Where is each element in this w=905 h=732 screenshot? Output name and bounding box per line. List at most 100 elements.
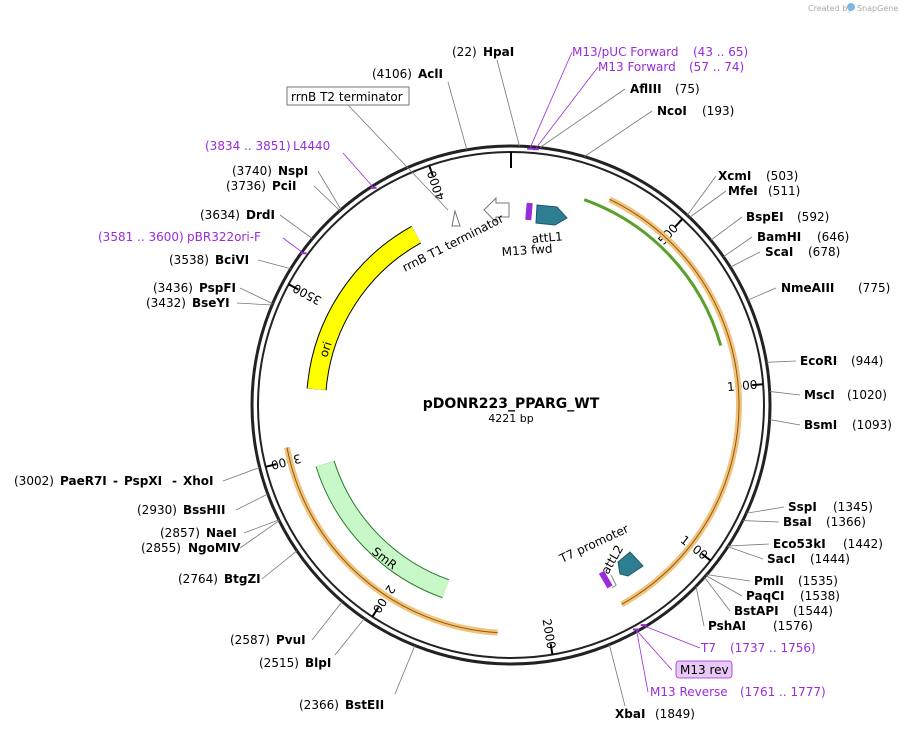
leader-line bbox=[235, 493, 268, 511]
site-bcivi: BciVI bbox=[215, 253, 249, 267]
primer-range-m13puc-fwd: (43 .. 65) bbox=[693, 45, 748, 59]
site-pos-bstapi: (1544) bbox=[793, 604, 833, 618]
rrnB-T2-leader bbox=[347, 104, 449, 211]
tick-label: 3500 bbox=[290, 281, 324, 308]
plasmid-name: pDONR223_PPARG_WT bbox=[423, 396, 600, 412]
leader-line bbox=[313, 185, 341, 211]
leader-line bbox=[261, 550, 298, 580]
ori-arc bbox=[307, 226, 421, 391]
site-xbai: XbaI bbox=[615, 707, 645, 721]
site-pos-pmli: (1535) bbox=[798, 574, 838, 588]
site-xcmi: XcmI bbox=[718, 169, 751, 183]
primer-t7: T7 bbox=[700, 641, 716, 655]
leader-line bbox=[311, 601, 343, 641]
primer-leader bbox=[644, 625, 701, 649]
site-pos-paqci: (1538) bbox=[800, 589, 840, 603]
leader-line bbox=[279, 214, 313, 240]
site-paqci: PaqCI bbox=[746, 589, 784, 603]
site-bsshii: BssHII bbox=[183, 503, 225, 517]
site-pos-aflIII: (75) bbox=[675, 82, 700, 96]
tick-mark bbox=[701, 552, 712, 562]
site-pos-ncoi: (193) bbox=[702, 104, 734, 118]
smr-arc-outline bbox=[315, 460, 450, 599]
site-pos-hpai: (22) bbox=[452, 45, 477, 59]
primer-pbr322: pBR322ori-F bbox=[187, 230, 261, 244]
primer-range-l4440: (3834 .. 3851) bbox=[205, 139, 291, 153]
site-drdi: DrdI bbox=[246, 208, 275, 222]
primer-leader bbox=[342, 152, 374, 188]
credit-prefix: Created by bbox=[808, 4, 852, 13]
site-ngomiv: NgoMIV bbox=[188, 541, 241, 555]
primer-range-m13-fwd: (57 .. 74) bbox=[689, 60, 744, 74]
site-btgzi: BtgZI bbox=[224, 572, 261, 586]
site-eco53ki: Eco53kI bbox=[773, 537, 826, 551]
leader-line bbox=[317, 170, 342, 210]
ori-label: ori bbox=[317, 340, 335, 359]
site-pos-sspi: (1345) bbox=[833, 500, 873, 514]
site-paer7i: PaeR7I bbox=[60, 474, 107, 488]
site-pmli: PmlI bbox=[754, 574, 784, 588]
leader-line bbox=[710, 216, 743, 241]
site-sspi: SspI bbox=[788, 500, 817, 514]
rrnB-T1-arrow bbox=[483, 196, 510, 224]
rrnB-T2-arrow bbox=[451, 209, 461, 227]
site-pos-naei: (2857) bbox=[160, 526, 200, 540]
site-bseyi: BseYI bbox=[192, 296, 230, 310]
primer-m13-reverse: M13 Reverse bbox=[650, 685, 728, 699]
site-pos-pshai: (1576) bbox=[773, 619, 813, 633]
tick-mark bbox=[752, 383, 764, 387]
site-pos-bseyi: (3432) bbox=[146, 296, 186, 310]
attL2-arrow bbox=[617, 551, 644, 577]
backbone-outer bbox=[250, 144, 772, 666]
site-naei: NaeI bbox=[206, 526, 237, 540]
leader-line bbox=[704, 577, 731, 612]
leader-line bbox=[447, 81, 468, 150]
site-pos-pvui: (2587) bbox=[230, 633, 270, 647]
site-pshai: PshAI bbox=[708, 619, 746, 633]
attL1-feature: attL1 bbox=[531, 204, 568, 246]
orf2-arc-line bbox=[286, 447, 498, 634]
leader-line bbox=[766, 360, 797, 363]
site-pos-eco53ki: (1442) bbox=[843, 537, 883, 551]
m13rev-badge bbox=[675, 660, 733, 679]
leader-line bbox=[742, 520, 780, 523]
primer-leader bbox=[636, 630, 673, 671]
site-mfei: MfeI bbox=[728, 184, 758, 198]
leader-line bbox=[239, 287, 273, 304]
site-pos-xbai: (1849) bbox=[655, 707, 695, 721]
site-pos-blpi: (2515) bbox=[259, 656, 299, 670]
t7prom-arrow bbox=[610, 574, 617, 589]
tick-mark bbox=[549, 643, 554, 655]
primer-leader bbox=[282, 237, 303, 254]
leader-line bbox=[222, 467, 260, 482]
m13fwd-label: M13 fwd bbox=[501, 241, 553, 259]
leader-line bbox=[695, 586, 705, 627]
primer-range-t7: (1737 .. 1756) bbox=[730, 641, 816, 655]
leader-line bbox=[723, 236, 753, 258]
site-pvui: PvuI bbox=[276, 633, 306, 647]
site-pos-btgzi: (2764) bbox=[178, 572, 218, 586]
attL1-label: attL1 bbox=[531, 229, 563, 246]
leader-line bbox=[394, 645, 416, 695]
site-bstapi: BstAPI bbox=[734, 604, 779, 618]
site-nspi: NspI bbox=[278, 164, 308, 178]
primer-m13puc-fwd: M13/pUC Forward bbox=[572, 45, 679, 59]
primer-range-pbr322: (3581 .. 3600) bbox=[98, 230, 184, 244]
site-hpai: HpaI bbox=[483, 45, 514, 59]
tick-label: 2000 bbox=[540, 618, 559, 650]
site-pspfi: PspFI bbox=[199, 281, 236, 295]
primer-leader bbox=[535, 66, 599, 149]
site-pos-scai: (678) bbox=[808, 245, 840, 259]
leader-line bbox=[689, 190, 727, 218]
leader-line bbox=[746, 506, 785, 514]
leader-lines bbox=[222, 51, 801, 707]
site-ncoi: NcoI bbox=[657, 104, 687, 118]
site-pos-bcivi: (3538) bbox=[169, 253, 209, 267]
tick-label: 1000 bbox=[726, 378, 758, 394]
leader-line bbox=[243, 519, 280, 534]
tick-mark bbox=[674, 218, 684, 228]
m13fwd-mark bbox=[525, 202, 533, 221]
leader-line bbox=[239, 520, 280, 549]
site-pos-bsai: (1366) bbox=[826, 515, 866, 529]
